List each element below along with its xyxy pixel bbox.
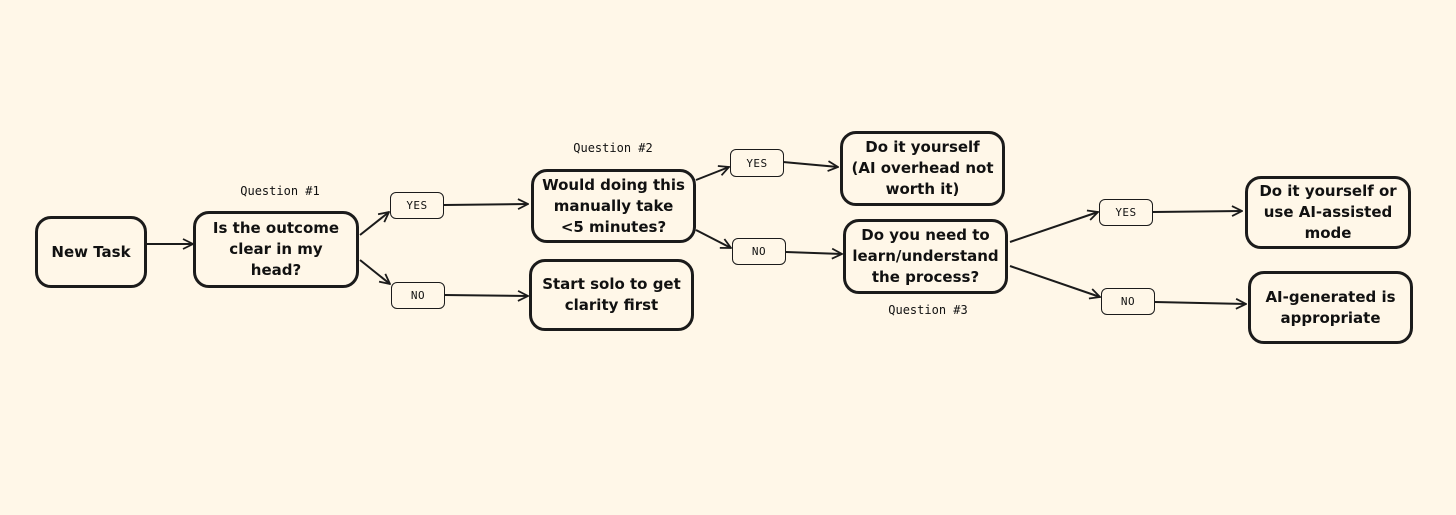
arrow-yes-to-doit [782,162,838,167]
node-start-solo: Start solo to get clarity first [529,259,694,331]
arrow-yes-to-q2 [443,204,528,205]
arrow-yes-to-aiassisted [1152,211,1242,212]
chip-q2-yes: YES [730,149,784,177]
chip-q2-no: NO [732,238,786,265]
node-question-1: Is the outcome clear in my head? [193,211,359,288]
node-question-2: Would doing this manually take <5 minute… [531,169,696,243]
node-ai-assisted: Do it yourself or use AI-assisted mode [1245,176,1411,249]
node-new-task: New Task [35,216,147,288]
chip-q1-yes: YES [390,192,444,219]
arrow-q2-to-no [695,229,731,248]
arrow-q1-to-no [359,259,390,284]
chip-q3-no: NO [1101,288,1155,315]
question-1-label: Question #1 [240,184,320,198]
arrow-no-to-q3 [785,252,842,254]
arrow-no-to-aigenerated [1154,302,1246,304]
question-3-label: Question #3 [888,303,968,317]
arrow-no-to-startsolo [443,295,528,296]
arrow-q3-to-no [1009,265,1100,297]
node-ai-generated: AI-generated is appropriate [1248,271,1413,344]
question-2-label: Question #2 [573,141,653,155]
node-do-it-yourself: Do it yourself (AI overhead not worth it… [840,131,1005,206]
arrow-q3-to-yes [1009,212,1098,243]
chip-q3-yes: YES [1099,199,1153,226]
arrow-q1-to-yes [359,212,389,236]
chip-q1-no: NO [391,282,445,309]
arrow-q2-to-yes [695,167,729,181]
node-question-3: Do you need to learn/understand the proc… [843,219,1008,294]
